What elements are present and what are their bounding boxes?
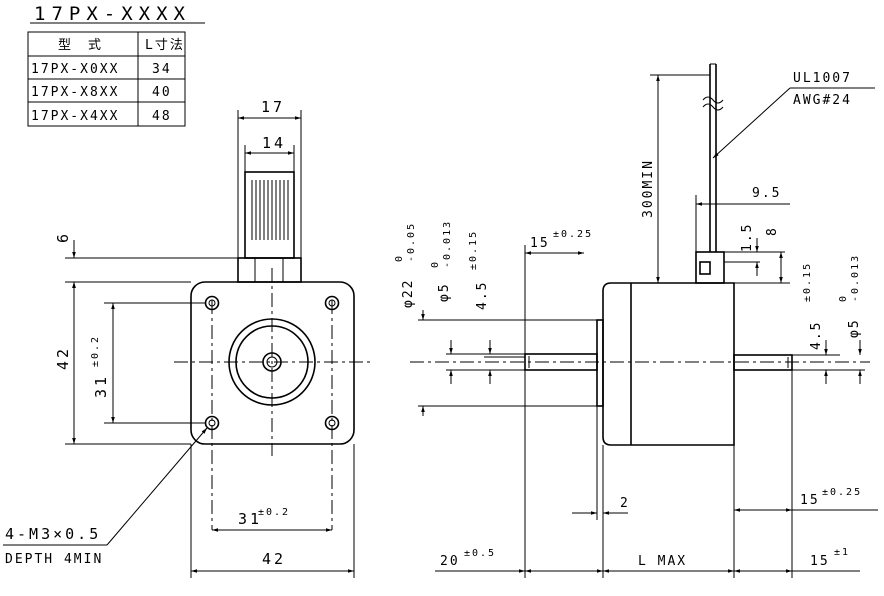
dim-dia-5-left-tol-lower: -0.013 xyxy=(442,220,453,268)
boss-inner xyxy=(235,325,309,399)
dim-dia-22-tol-lower: -0.05 xyxy=(406,222,417,262)
dim-9-5: 9.5 xyxy=(752,186,781,201)
table-cell-model: 17PX-X4XX xyxy=(31,109,119,124)
drawing-title: 17PX-XXXX xyxy=(34,3,191,25)
table-cell-l: 34 xyxy=(152,62,172,77)
dim-20-tol: ±0.5 xyxy=(464,548,496,559)
motor-body xyxy=(602,282,735,446)
dim-31-horizontal: 31 xyxy=(238,510,262,528)
dim-15-top-tol: ±0.25 xyxy=(553,229,593,240)
dim-42-vertical: 42 xyxy=(54,346,72,370)
hole-depth: DEPTH 4MIN xyxy=(5,552,103,567)
dim-6: 6 xyxy=(54,231,72,243)
dim-31-vertical: 31 xyxy=(92,374,110,398)
wire-gauge: AWG#24 xyxy=(793,93,852,108)
table-cell-model: 17PX-X0XX xyxy=(31,62,119,77)
dim-31-vertical-tol: ±0.2 xyxy=(90,335,101,367)
dim-15-bottom: 15 xyxy=(810,554,830,569)
dim-4-5-right-tol: ±0.15 xyxy=(802,262,813,302)
dim-l-max: L MAX xyxy=(638,554,687,569)
dim-4-5-left: 4.5 xyxy=(475,281,490,310)
hole-callout: 4-M3×0.5 xyxy=(5,525,101,543)
wire-type: UL1007 xyxy=(793,71,852,86)
dim-8: 8 xyxy=(765,226,780,236)
table-cell-l: 40 xyxy=(152,85,172,100)
front-view: 17 14 6 42 31 ±0.2 31 ±0.2 42 4-M3×0.5 xyxy=(3,98,370,578)
dim-15-right: 15 xyxy=(800,493,820,508)
side-view: UL1007 AWG#24 300MIN 9.5 1.5 8 15 ±0.25 … xyxy=(394,63,878,578)
dim-20: 20 xyxy=(440,554,460,569)
dim-42-horizontal: 42 xyxy=(262,550,286,568)
dim-dia-5-right-tol-lower: -0.013 xyxy=(850,254,861,302)
dim-dia-22: φ22 xyxy=(401,279,416,308)
dim-15-bottom-tol: ±1 xyxy=(834,547,850,558)
dim-dia-22-tol-upper: 0 xyxy=(394,254,405,262)
dim-dia-5-left-tol-upper: 0 xyxy=(430,260,441,268)
model-table: 型 式 L寸法 17PX-X0XX 34 17PX-X8XX 40 17PX-X… xyxy=(27,31,186,127)
table-cell-model: 17PX-X8XX xyxy=(31,85,119,100)
mounting-hole xyxy=(324,415,340,431)
dim-17: 17 xyxy=(261,98,285,116)
dim-dia-5-right: φ5 xyxy=(847,318,862,338)
dim-31-horizontal-tol: ±0.2 xyxy=(258,507,290,518)
boss-outer xyxy=(228,318,316,406)
table-header-model: 型 式 xyxy=(58,38,103,53)
dim-dia-5-right-tol-upper: 0 xyxy=(838,294,849,302)
dim-lead-length: 300MIN xyxy=(641,159,656,218)
boss-side xyxy=(596,319,604,407)
shaft-circle xyxy=(262,352,282,372)
mounting-hole xyxy=(324,295,340,311)
dim-dia-5-left: φ5 xyxy=(437,282,452,302)
dim-4-5-right: 4.5 xyxy=(809,321,824,350)
dim-4-5-left-tol: ±0.15 xyxy=(468,230,479,270)
connector-base xyxy=(237,257,302,283)
table-cell-l: 48 xyxy=(152,109,172,124)
dim-15-right-tol: ±0.25 xyxy=(822,487,862,498)
dim-2: 2 xyxy=(620,496,630,511)
dim-15-top: 15 xyxy=(530,236,550,251)
table-header-l: L寸法 xyxy=(145,38,185,53)
dim-1-5: 1.5 xyxy=(740,223,755,252)
dim-14: 14 xyxy=(262,134,286,152)
